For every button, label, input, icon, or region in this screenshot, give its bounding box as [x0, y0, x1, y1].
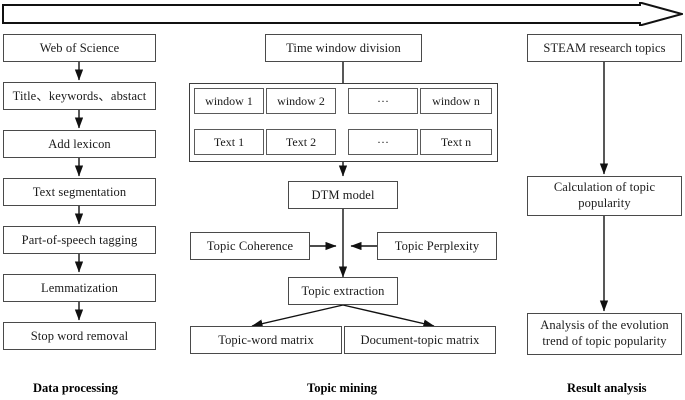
- node-analysis-of-evolution-trend[interactable]: Analysis of the evolution trend of topic…: [527, 313, 682, 355]
- chip-text-n[interactable]: Text n: [420, 129, 492, 155]
- node-calculation-of-topic-popularity[interactable]: Calculation of topic popularity: [527, 176, 682, 216]
- chip-text-2[interactable]: Text 2: [266, 129, 336, 155]
- node-web-of-science[interactable]: Web of Science: [3, 34, 156, 62]
- stage-label-data-processing: Data processing: [33, 381, 118, 395]
- node-stop-word-removal[interactable]: Stop word removal: [3, 322, 156, 350]
- stage-label-topic-mining: Topic mining: [307, 381, 378, 395]
- node-steam-research-topics[interactable]: STEAM research topics: [527, 34, 682, 62]
- node-text-segmentation[interactable]: Text segmentation: [3, 178, 156, 206]
- node-document-topic-matrix[interactable]: Document-topic matrix: [344, 326, 496, 354]
- chip-window-1[interactable]: window 1: [194, 88, 264, 114]
- node-part-of-speech-tagging[interactable]: Part-of-speech tagging: [3, 226, 156, 254]
- node-lemmatization[interactable]: Lemmatization: [3, 274, 156, 302]
- node-topic-coherence[interactable]: Topic Coherence: [190, 232, 310, 260]
- node-topic-word-matrix[interactable]: Topic-word matrix: [190, 326, 342, 354]
- node-topic-extraction[interactable]: Topic extraction: [288, 277, 398, 305]
- chip-window-2[interactable]: window 2: [266, 88, 336, 114]
- chip-text-1[interactable]: Text 1: [194, 129, 264, 155]
- chip-window-n[interactable]: window n: [420, 88, 492, 114]
- chip-text-ellipsis: ···: [348, 129, 418, 155]
- node-dtm-model[interactable]: DTM model: [288, 181, 398, 209]
- process-direction-arrow: [2, 2, 683, 26]
- chip-window-ellipsis: ···: [348, 88, 418, 114]
- stage-label-result-analysis: Result analysis: [567, 381, 647, 395]
- node-time-window-division[interactable]: Time window division: [265, 34, 422, 62]
- node-topic-perplexity[interactable]: Topic Perplexity: [377, 232, 497, 260]
- node-title-keywords-abstact[interactable]: Title、keywords、abstact: [3, 82, 156, 110]
- node-add-lexicon[interactable]: Add lexicon: [3, 130, 156, 158]
